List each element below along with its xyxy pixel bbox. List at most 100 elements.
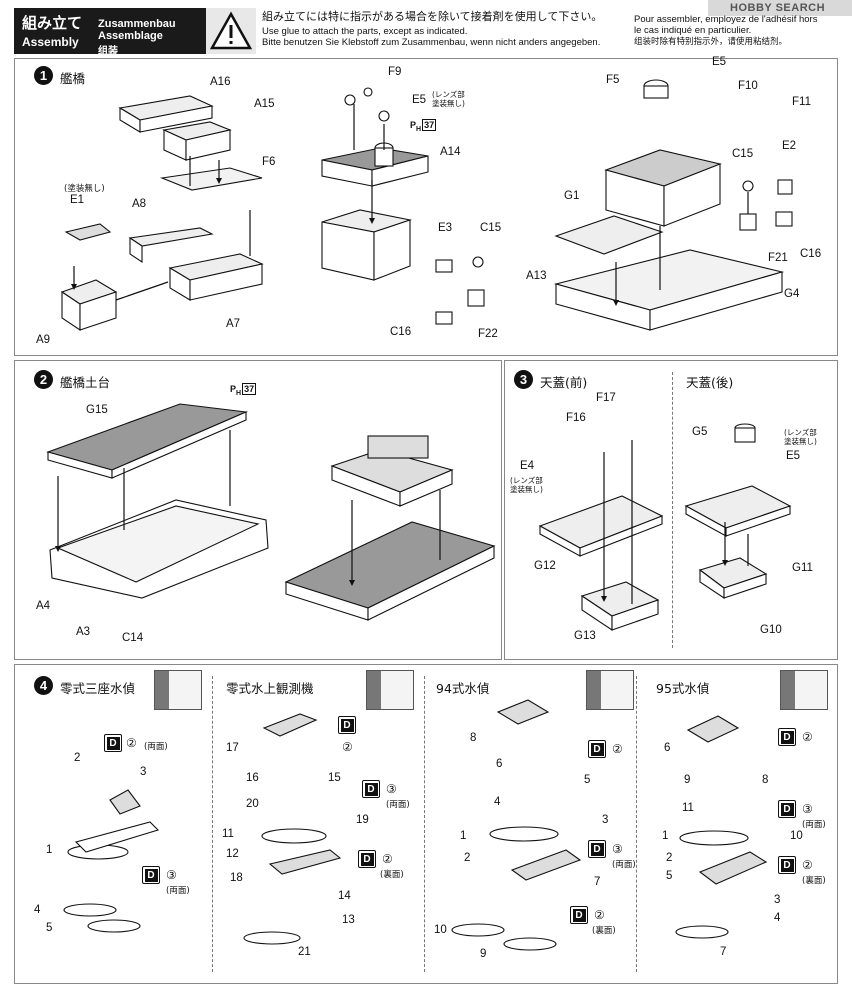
part-label: F21 [768,252,788,264]
part-label: E5 [786,450,801,462]
decal-number: ② [802,858,813,872]
watermark-text: HOBBY SEARCH [730,2,826,14]
part-label: 17 [226,742,239,754]
part-label: A15 [254,98,275,110]
step-title: 艦橋土台 [60,375,111,390]
part-label: E2 [782,140,797,152]
step-title: 艦橋 [60,71,86,86]
watermark: HOBBY SEARCH [708,0,852,16]
part-label: 18 [230,872,243,884]
part-label: 4 [774,912,781,924]
assembly-header: 組み立て Assembly Zusammenbau Assemblage 组装 [14,8,210,57]
part-label: A4 [36,600,51,612]
decal-note: (両面) [166,886,190,896]
decal-note: (裏面) [592,926,616,936]
divider [672,372,673,648]
divider [636,676,637,972]
note: (レンズ部 [432,90,465,99]
decal-badge: D [588,740,606,758]
panel-step-1 [14,58,838,356]
panel-step-4 [14,664,838,984]
part-label: 5 [666,870,673,882]
part-label: F16 [566,412,586,424]
part-label: C16 [390,326,412,338]
decal-number: ② [126,736,137,750]
note: (レンズ部 [784,428,817,437]
instruction-jp: 組み立てには特に指示がある場合を除いて接着剤を使用して下さい。 [262,10,603,23]
instruction-fr-2: le cas indiqué en particulier. [634,25,752,36]
part-label: 1 [460,830,467,842]
part-label: 8 [470,732,477,744]
decal-note: (両面) [802,820,826,830]
part-label: E3 [438,222,453,234]
part-label: A16 [210,76,231,88]
note: (レンズ部 [510,476,543,485]
decal-legend [366,670,414,710]
part-label: 4 [494,796,501,808]
part-label: 6 [496,758,503,770]
decal-badge: D [142,866,160,884]
part-label: 12 [226,848,239,860]
decal-badge: D [362,780,380,798]
part-label: 11 [682,802,694,814]
part-label: 3 [140,766,147,778]
decal-badge: D [778,728,796,746]
part-label: E4 [520,460,535,472]
part-label: A9 [36,334,51,346]
instruction-de: Bitte benutzen Sie Klebstoff zum Zusamme… [262,37,601,48]
step-title: 94式水偵 [436,681,490,696]
part-label: A3 [76,626,91,638]
part-label: E5 [712,56,727,68]
decal-number: ③ [612,842,623,856]
part-label: G11 [792,562,813,574]
part-label: 5 [46,922,53,934]
panel-step-2 [14,360,502,660]
title-cn: 组装 [98,46,118,57]
part-label: F11 [792,96,811,108]
decal-badge: D [358,850,376,868]
decal-number: ③ [802,802,813,816]
part-label: 7 [594,876,601,888]
decal-number: ③ [386,782,397,796]
part-label: 2 [74,752,81,764]
decal-number: ② [594,908,605,922]
step-title: 天蓋(後) [686,375,734,390]
decal-note: (両面) [144,742,168,752]
note: 塗装無し) [432,99,465,108]
part-label: 14 [338,890,351,902]
part-label: F5 [606,74,620,86]
part-label: 8 [762,774,769,786]
step-title: 零式三座水偵 [60,681,136,696]
part-label: 21 [298,946,311,958]
part-label: F10 [738,80,758,92]
decal-number: ② [612,742,623,756]
decal-note: (裏面) [802,876,826,886]
title-jp: 組み立て [22,14,83,32]
instruction-en: Use glue to attach the parts, except as … [262,26,468,37]
part-label: G12 [534,560,556,572]
part-label: 20 [246,798,259,810]
decal-number: ② [342,740,353,754]
step-number: 4 [34,676,53,695]
decal-note: (両面) [386,800,410,810]
part-label: 9 [480,948,487,960]
part-label: G4 [784,288,800,300]
decal-badge: D [778,856,796,874]
warning-icon [206,8,256,54]
step-number: 1 [34,66,53,85]
part-label: G5 [692,426,708,438]
part-label: 3 [602,814,609,826]
decal-badge: D [778,800,796,818]
note: 塗装無し) [510,485,543,494]
decal-badge: D [570,906,588,924]
part-label: G1 [564,190,580,202]
instruction-fr-1: Pour assembler, employez de l'adhésif ho… [634,14,818,25]
part-label: F6 [262,156,276,168]
step-number: 3 [514,370,533,389]
part-label: C14 [122,632,144,644]
step-title: 零式水上観測機 [226,681,314,696]
decal-note: (裏面) [380,870,404,880]
